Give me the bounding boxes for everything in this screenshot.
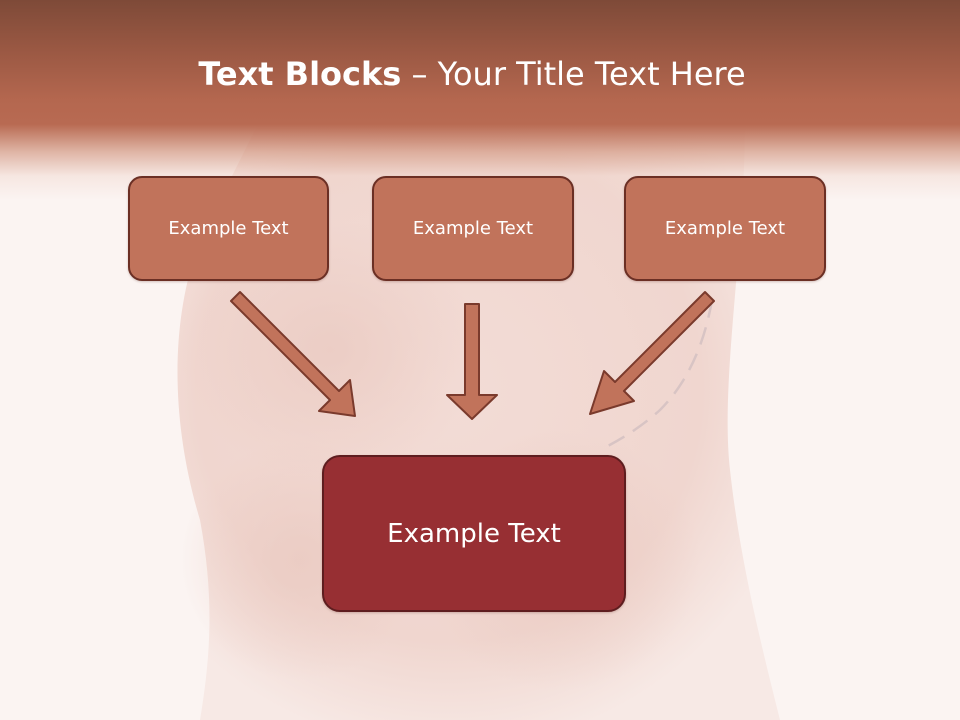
main-text-block[interactable]: Example Text	[322, 455, 626, 612]
title-separator: –	[401, 55, 438, 93]
arrow-left-icon	[230, 291, 356, 417]
main-text-block-label: Example Text	[387, 518, 561, 549]
title-rest: Your Title Text Here	[437, 55, 746, 93]
text-block-3[interactable]: Example Text	[624, 176, 826, 281]
text-block-1[interactable]: Example Text	[128, 176, 329, 281]
text-block-2-label: Example Text	[412, 218, 534, 239]
title-bold: Text Blocks	[198, 55, 402, 93]
text-block-1-label: Example Text	[168, 218, 289, 239]
slide-title: Text Blocks – Your Title Text Here	[0, 52, 944, 96]
text-block-2[interactable]: Example Text	[372, 176, 574, 281]
text-block-3-label: Example Text	[664, 218, 786, 239]
header-band	[0, 0, 960, 200]
arrow-center-icon	[446, 303, 498, 420]
arrow-right-icon	[589, 291, 715, 415]
